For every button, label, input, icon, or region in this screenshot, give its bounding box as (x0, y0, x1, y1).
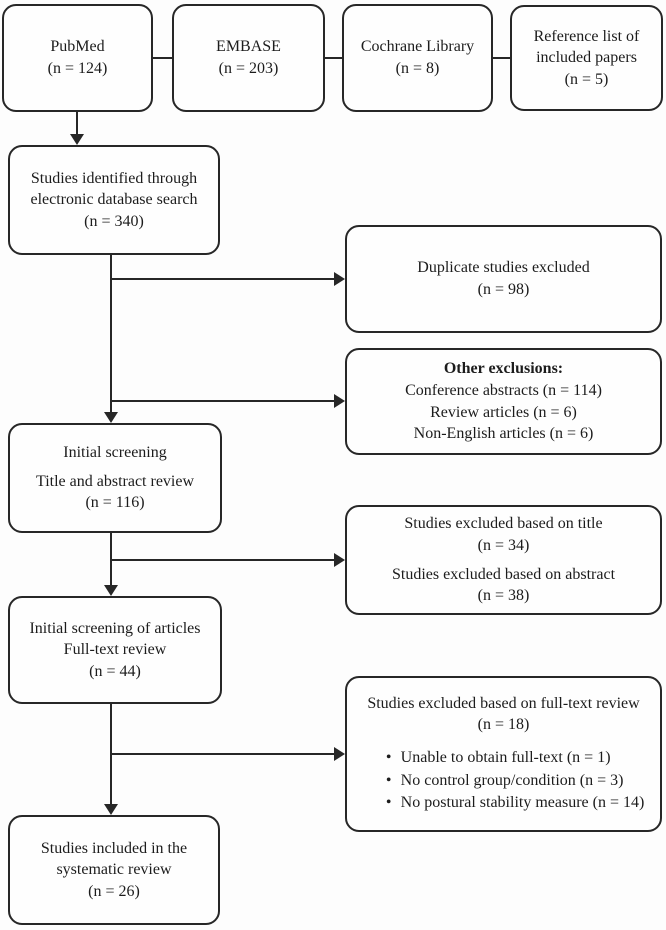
box-embase: EMBASE (n = 203) (172, 4, 325, 112)
box-abstract-excluded-label: Studies excluded based on abstract (391, 565, 616, 583)
box-title-abstract-exclusions: Studies excluded based on title (n = 34)… (345, 505, 662, 615)
arrowhead-included (104, 804, 118, 815)
box-initial-screening: Initial screening Title and abstract rev… (8, 423, 222, 533)
connector-cochrane-reference (493, 57, 510, 59)
line-sources-to-identified (76, 112, 78, 135)
bullet-icon: • (385, 771, 392, 789)
line-to-fulltext-exclusions (111, 753, 335, 755)
list-item: • No postural stability measure (n = 14) (363, 792, 645, 815)
list-item: • Unable to obtain full-text (n = 1) (363, 747, 645, 770)
box-cochrane: Cochrane Library (n = 8) (342, 4, 493, 112)
box-studies-included-line-2: systematic review (56, 861, 172, 879)
list-item-text: No control group/condition (n = 3) (400, 771, 624, 789)
box-cochrane-count: (n = 8) (395, 60, 440, 77)
box-other-exclusions-item-3: Non-English articles (n = 6) (413, 425, 594, 443)
box-embase-label: EMBASE (216, 38, 281, 56)
bullet-icon: • (385, 794, 392, 812)
box-reference-list-label-2: included papers (536, 49, 637, 67)
box-studies-identified: Studies identified through electronic da… (8, 145, 220, 255)
box-other-exclusions-item-2: Review articles (n = 6) (430, 403, 577, 421)
box-studies-identified-count: (n = 340) (84, 212, 144, 230)
box-initial-screening-line-1: Initial screening (63, 444, 167, 462)
box-other-exclusions-heading: Other exclusions: (443, 360, 564, 378)
box-fulltext-exclusions-count: (n = 18) (477, 716, 530, 734)
box-title-excluded-count: (n = 34) (477, 536, 530, 554)
line-to-title-abstract-exclusions (111, 559, 335, 561)
line-identified-to-screening (110, 255, 112, 413)
line-to-duplicates (111, 278, 335, 280)
box-fulltext-screening-count: (n = 44) (89, 662, 141, 680)
fulltext-exclusions-list: • Unable to obtain full-text (n = 1) • N… (363, 747, 645, 815)
arrowhead-initial-screening (104, 412, 118, 423)
arrowhead-fulltext-exclusions (334, 747, 345, 761)
box-reference-list: Reference list of included papers (n = 5… (510, 5, 663, 111)
bullet-icon: • (385, 749, 392, 767)
box-duplicates-excluded-label: Duplicate studies excluded (417, 259, 590, 277)
box-initial-screening-count: (n = 116) (85, 494, 145, 512)
box-other-exclusions: Other exclusions: Conference abstracts (… (345, 348, 662, 455)
box-fulltext-exclusions-heading: Studies excluded based on full-text revi… (367, 694, 640, 712)
box-pubmed: PubMed (n = 124) (2, 4, 153, 112)
list-item-text: No postural stability measure (n = 14) (400, 794, 645, 812)
box-reference-list-label-1: Reference list of (533, 27, 640, 45)
box-studies-included-line-1: Studies included in the (40, 839, 188, 857)
box-duplicates-excluded: Duplicate studies excluded (n = 98) (345, 225, 662, 333)
box-pubmed-count: (n = 124) (47, 60, 108, 77)
box-fulltext-screening-line-1: Initial screening of articles (29, 619, 201, 637)
arrowhead-other-exclusions (334, 394, 345, 408)
box-embase-count: (n = 203) (218, 60, 279, 77)
box-initial-screening-line-2: Title and abstract review (35, 472, 195, 490)
line-to-other-exclusions (111, 400, 335, 402)
box-cochrane-label: Cochrane Library (360, 38, 475, 56)
box-abstract-excluded-count: (n = 38) (477, 587, 530, 605)
box-studies-identified-line-1: Studies identified through (30, 169, 198, 187)
connector-pubmed-embase (153, 57, 172, 59)
box-title-excluded-label: Studies excluded based on title (404, 515, 603, 533)
box-fulltext-screening-line-2: Full-text review (63, 641, 167, 659)
box-pubmed-label: PubMed (50, 38, 105, 56)
box-duplicates-excluded-count: (n = 98) (477, 281, 530, 298)
box-studies-included: Studies included in the systematic revie… (8, 815, 220, 925)
box-fulltext-exclusions: Studies excluded based on full-text revi… (345, 676, 662, 832)
box-studies-included-count: (n = 26) (88, 882, 140, 900)
connector-embase-cochrane (325, 57, 342, 59)
arrowhead-fulltext-screening (104, 585, 118, 596)
list-item-text: Unable to obtain full-text (n = 1) (400, 749, 611, 767)
arrowhead-title-abstract-exclusions (334, 553, 345, 567)
arrowhead-duplicates (334, 272, 345, 286)
box-studies-identified-line-2: electronic database search (30, 191, 198, 209)
box-fulltext-screening: Initial screening of articles Full-text … (8, 596, 222, 704)
box-reference-list-count: (n = 5) (564, 70, 609, 88)
box-other-exclusions-item-1: Conference abstracts (n = 114) (405, 381, 602, 399)
arrowhead-identified (70, 134, 84, 145)
list-item: • No control group/condition (n = 3) (363, 770, 645, 793)
